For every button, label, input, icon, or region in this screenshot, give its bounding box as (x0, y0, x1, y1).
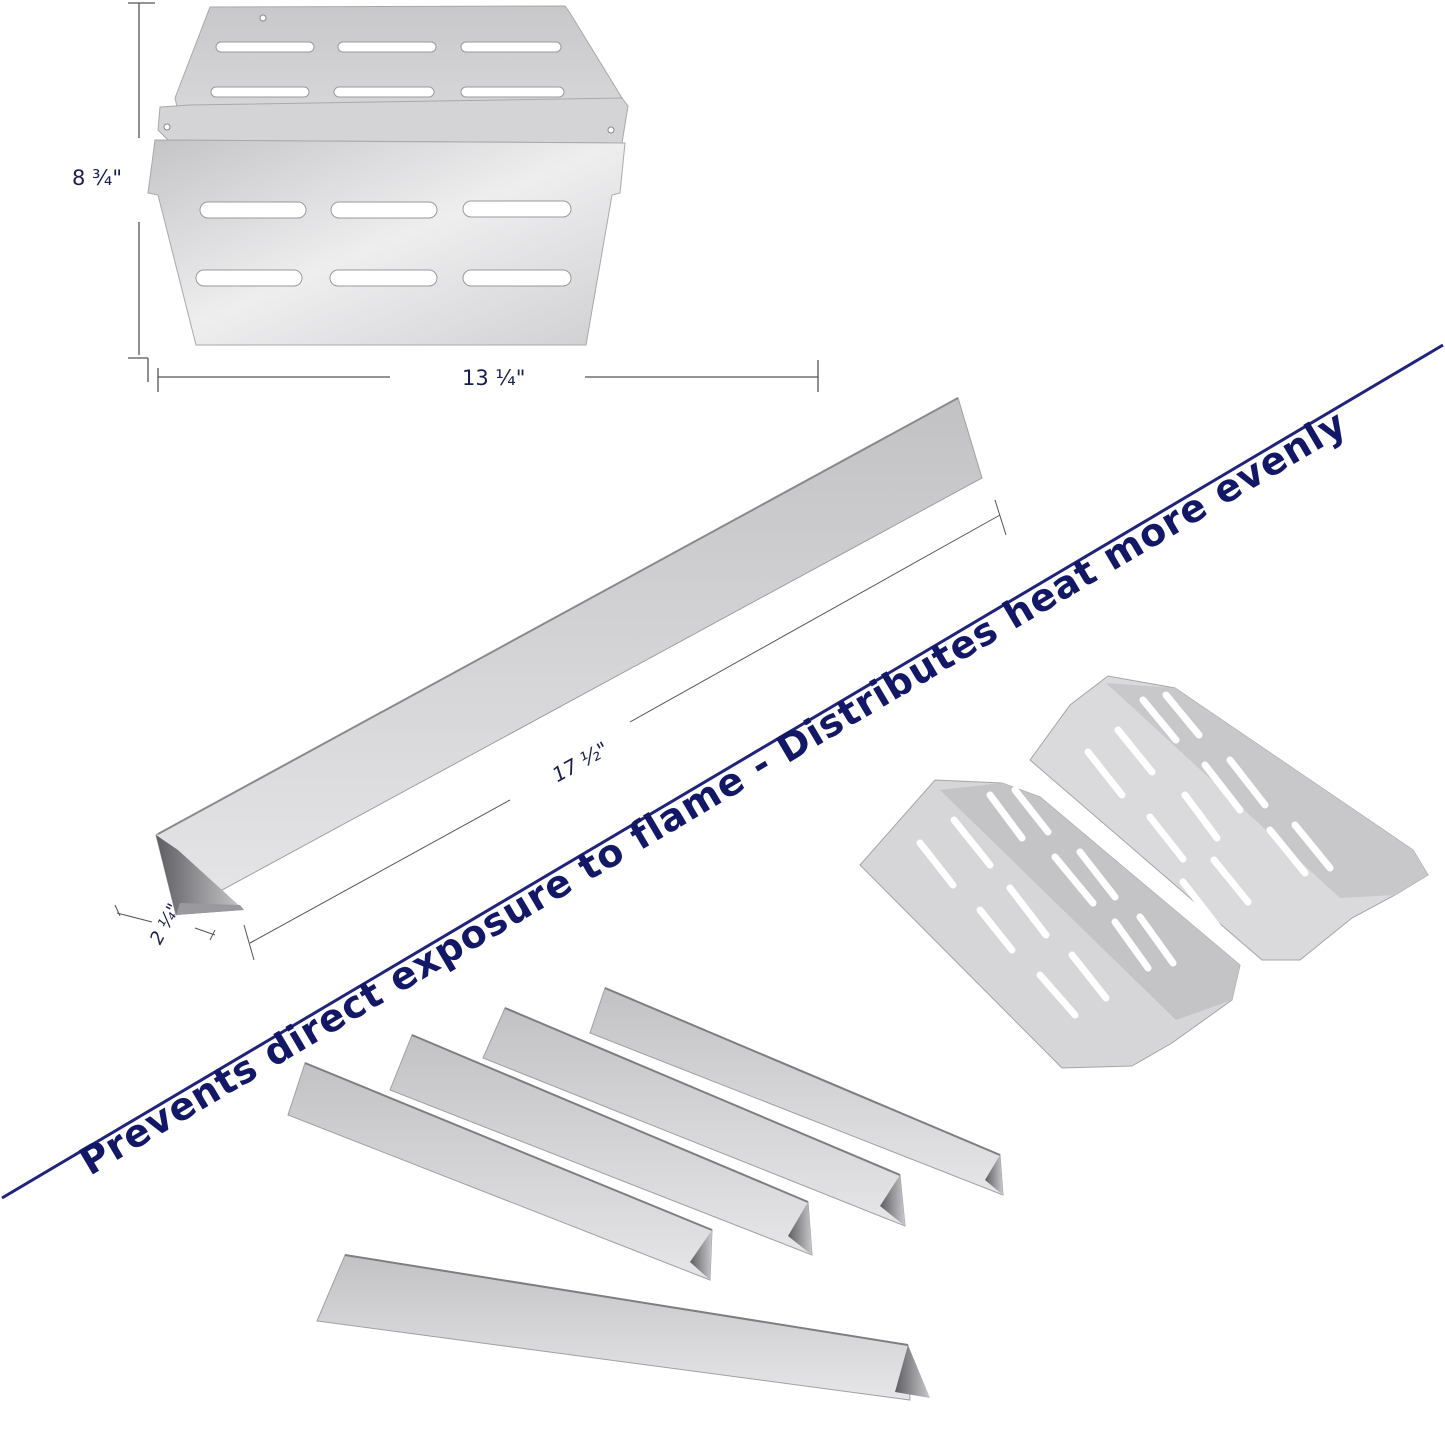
heat-deflector-angled-right (1029, 675, 1429, 961)
flavorizer-bar-1 (287, 1062, 713, 1281)
deflector-width-label: 13 ¼" (462, 366, 526, 390)
deflector-dimension-lines (128, 2, 819, 392)
flavorizer-bar-5 (316, 1254, 930, 1401)
tagline-underline (1, 343, 1444, 1200)
flavorizer-bar-2 (389, 1034, 813, 1256)
flavorizer-bar-dimensioned (155, 397, 983, 916)
bar-length-dimension-lines (243, 499, 1007, 961)
heat-deflector-top-view (147, 5, 629, 346)
bar-width-dimension-lines (114, 904, 216, 941)
heat-deflector-angled-left (859, 779, 1241, 1069)
flavorizer-bars-group (287, 987, 1004, 1401)
flavorizer-bar-3 (482, 1007, 906, 1227)
deflector-height-label: 8 ¾" (72, 166, 123, 190)
flavorizer-bar-4 (589, 987, 1004, 1196)
